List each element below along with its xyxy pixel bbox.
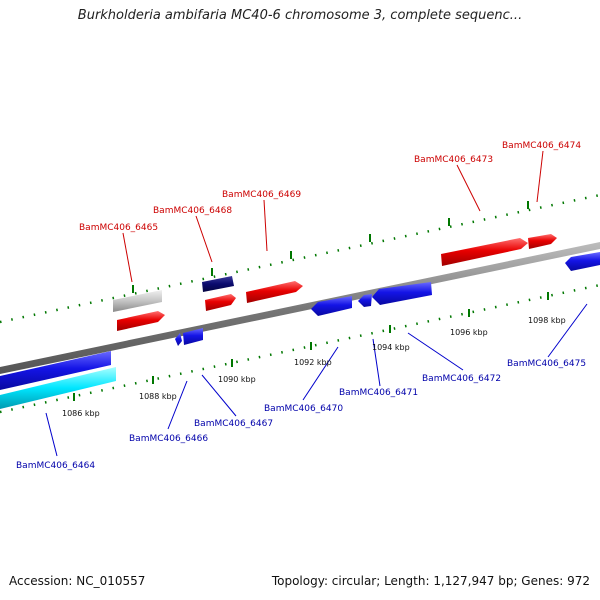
reverse-major-ticks <box>73 292 549 401</box>
genome-backbone <box>0 242 600 374</box>
genome-stats: Topology: circular; Length: 1,127,947 bp… <box>271 574 590 588</box>
gene-label[interactable]: BamMC406_6473 <box>414 155 493 165</box>
gene-label[interactable]: BamMC406_6466 <box>129 434 208 444</box>
gene-6468[interactable] <box>202 276 234 292</box>
gene-6468b[interactable] <box>205 294 236 311</box>
scale-label: 1090 kbp <box>218 375 256 384</box>
gene-6469[interactable] <box>246 281 303 303</box>
forward-leaders <box>122 150 544 283</box>
scale-label: 1086 kbp <box>62 409 100 418</box>
gene-label[interactable]: BamMC406_6468 <box>153 206 232 216</box>
gene-label[interactable]: BamMC406_6465 <box>79 223 158 233</box>
gene-6465-pseudo[interactable] <box>113 290 162 312</box>
gene-6475[interactable] <box>565 252 600 271</box>
gene-6464b[interactable] <box>0 367 116 409</box>
gene-label[interactable]: BamMC406_6474 <box>502 141 581 151</box>
scale-label: 1096 kbp <box>450 328 488 337</box>
gene-label[interactable]: BamMC406_6472 <box>422 374 501 384</box>
gene-label[interactable]: BamMC406_6471 <box>339 388 418 398</box>
gene-label[interactable]: BamMC406_6475 <box>507 359 586 369</box>
forward-tick-row <box>0 193 600 324</box>
gene-label[interactable]: BamMC406_6470 <box>264 404 343 414</box>
forward-major-ticks <box>132 201 529 293</box>
accession-label: Accession: NC_010557 <box>9 574 146 588</box>
scale-label: 1094 kbp <box>372 343 410 352</box>
reverse-leaders <box>45 303 588 457</box>
scale-label: 1092 kbp <box>294 358 332 367</box>
gene-6467[interactable] <box>183 328 203 345</box>
gene-label[interactable]: BamMC406_6469 <box>222 190 301 200</box>
gene-label[interactable]: BamMC406_6464 <box>16 461 95 471</box>
gene-6474[interactable] <box>528 234 557 249</box>
gene-6470[interactable] <box>311 296 352 316</box>
gene-6471[interactable] <box>358 294 372 307</box>
gene-label[interactable]: BamMC406_6467 <box>194 419 273 429</box>
gene-6466[interactable] <box>175 333 182 346</box>
scale-label: 1088 kbp <box>139 392 177 401</box>
gene-6472[interactable] <box>372 282 432 305</box>
gene-6464[interactable] <box>0 351 111 390</box>
map-title: Burkholderia ambifaria MC40-6 chromosome… <box>77 8 523 23</box>
gene-6465[interactable] <box>117 311 165 331</box>
gene-6473[interactable] <box>441 238 528 266</box>
scale-label: 1098 kbp <box>528 316 566 325</box>
